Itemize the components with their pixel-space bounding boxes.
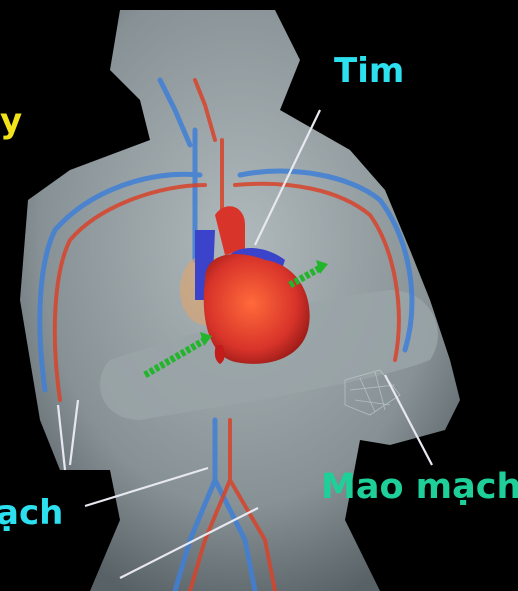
- capillaries-label: Mao mạch: [321, 470, 518, 505]
- heart-label: Tim: [334, 54, 404, 88]
- vessel-partial-label: ạch: [0, 496, 63, 530]
- left-partial-label: y: [0, 104, 22, 138]
